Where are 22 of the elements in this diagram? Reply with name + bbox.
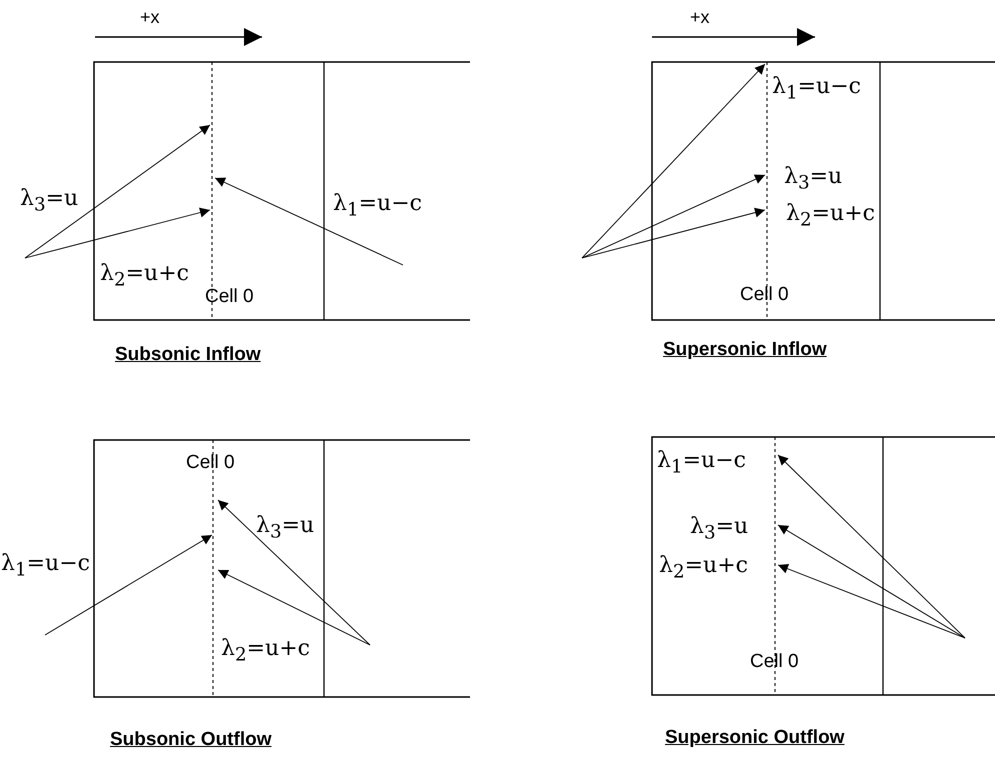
panel-title: Supersonic Outflow bbox=[665, 728, 844, 747]
eigenvalue-label: λ$_{1}$=u−c bbox=[1, 553, 90, 580]
panel-title: Subsonic Outflow bbox=[110, 730, 272, 749]
eigenvalue-label: λ$_{3}$=u bbox=[20, 188, 78, 215]
eigenvalue-label: λ$_{1}$=u−c bbox=[657, 450, 746, 477]
cell-label: Cell 0 bbox=[186, 453, 235, 472]
panel-title: Subsonic Inflow bbox=[115, 345, 261, 364]
eigenvalue-label: λ$_{1}$=u−c bbox=[333, 193, 422, 220]
eigenvalue-label: λ$_{2}$=u+c bbox=[100, 263, 189, 290]
eigenvalue-label: λ$_{2}$=u+c bbox=[221, 638, 310, 665]
eigenvalue-label: λ$_{2}$=u+c bbox=[659, 555, 748, 582]
eigenvalue-label: λ$_{1}$=u−c bbox=[772, 76, 861, 103]
panel-title: Supersonic Inflow bbox=[663, 340, 827, 359]
cell-label: Cell 0 bbox=[750, 652, 799, 671]
eigenvalue-label: λ$_{3}$=u bbox=[784, 166, 842, 193]
eigenvalue-label: λ$_{2}$=u+c bbox=[786, 203, 875, 230]
cell-label: Cell 0 bbox=[205, 287, 254, 306]
cell-label: Cell 0 bbox=[740, 285, 789, 304]
eigenvalue-label: λ$_{3}$=u bbox=[256, 515, 314, 542]
axis-label: +x bbox=[140, 8, 160, 26]
axis-label: +x bbox=[690, 8, 710, 26]
eigenvalue-label: λ$_{3}$=u bbox=[690, 516, 748, 543]
